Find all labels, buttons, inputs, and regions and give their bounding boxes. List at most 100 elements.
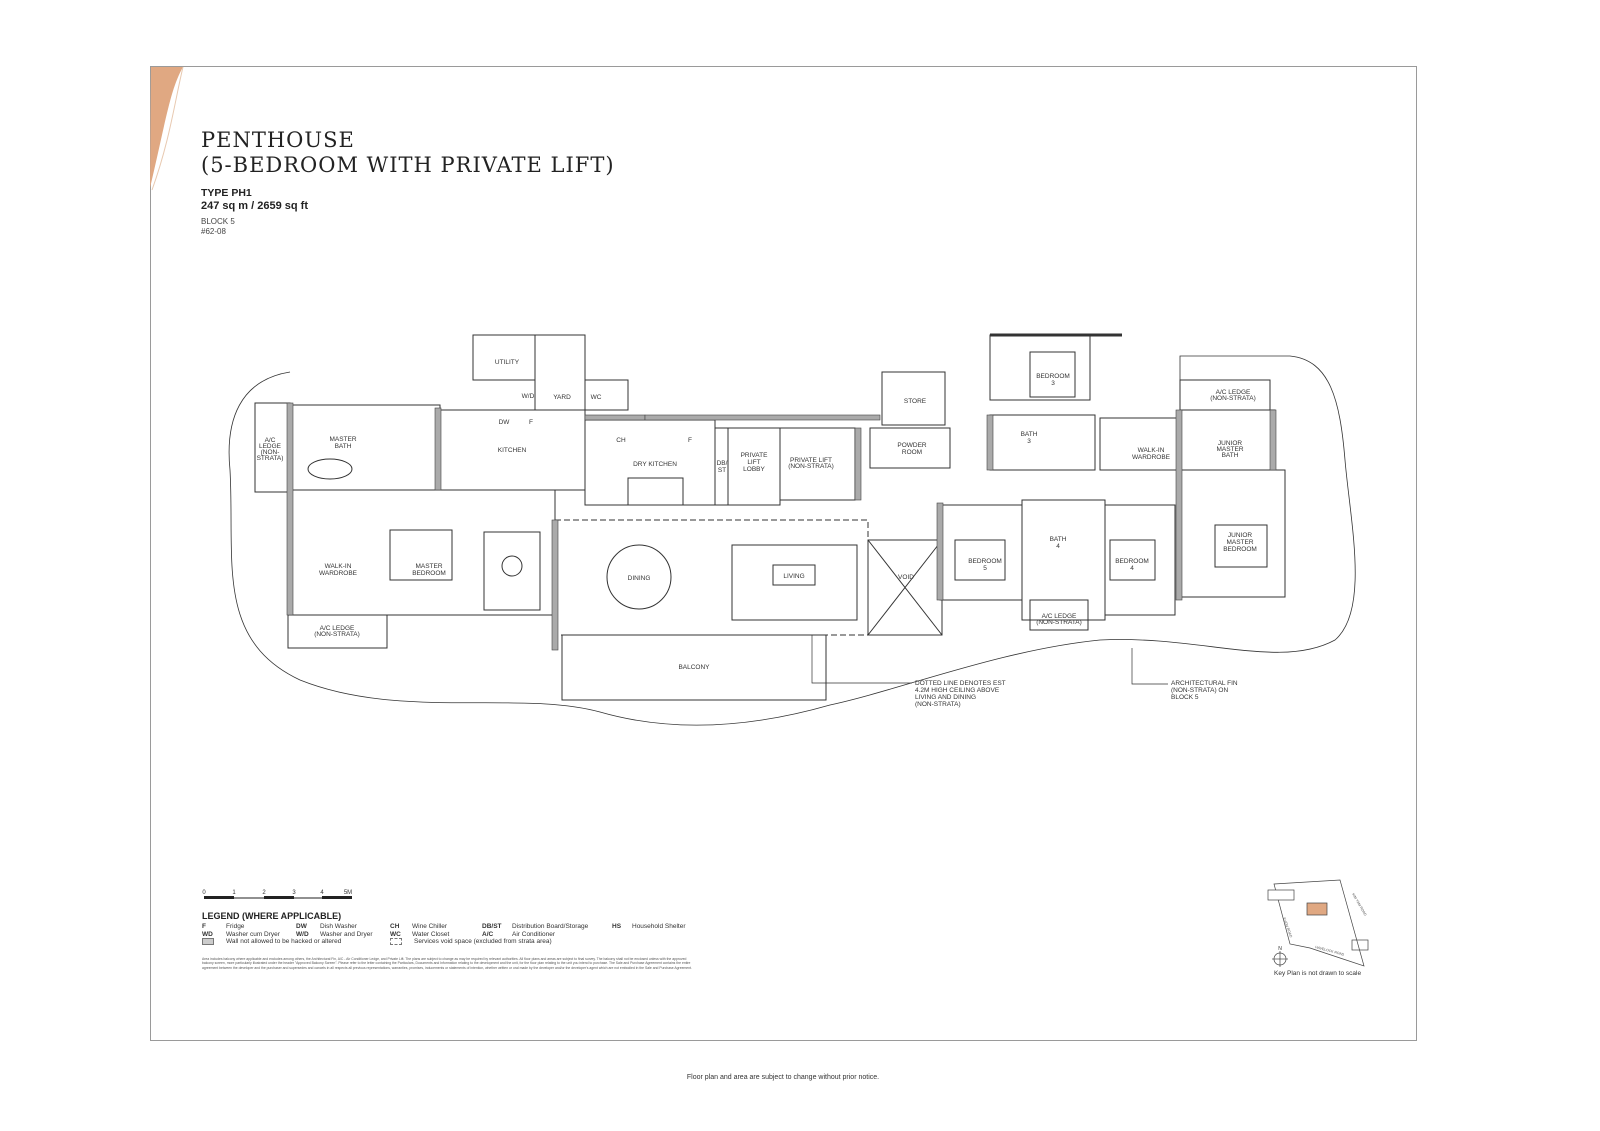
- room-label-bath-4: 4: [1056, 543, 1060, 550]
- title-line-2: (5-BEDROOM WITH PRIVATE LIFT): [201, 153, 615, 177]
- room-label-ac-ledge-top-right: A/C LEDGE: [1216, 389, 1251, 396]
- room-label-ac-ledge-bath4: A/C LEDGE: [1042, 613, 1077, 620]
- room-label-ac-ledge-left: LEDGE: [259, 443, 282, 450]
- legend: LEGEND (WHERE APPLICABLE) F Fridge DW Dish…: [202, 911, 712, 945]
- room-label-junior-master-bedroom: JUNIOR: [1228, 532, 1253, 539]
- room-label-f: F: [529, 419, 533, 426]
- room-label-bath-3: BATH: [1021, 431, 1038, 438]
- room-label-ch: CH: [616, 437, 626, 444]
- block-number: BLOCK 5: [201, 217, 235, 226]
- scale-tick: 5M: [344, 890, 352, 896]
- room-label-ac-ledge-left: (NON-: [261, 449, 280, 456]
- legend-code: DW: [296, 923, 307, 930]
- legend-label: Dish Washer: [320, 923, 357, 930]
- disclaimer: Area includes balcony where applicable a…: [202, 957, 692, 970]
- north-arrow-label: N: [1278, 946, 1282, 952]
- room-label-ac-ledge-left: A/C: [265, 437, 276, 444]
- scale-tick: 3: [292, 890, 296, 896]
- legend-code: WD: [202, 931, 213, 938]
- legend-code: DB/ST: [482, 923, 502, 930]
- room-label-utility: UTILITY: [495, 359, 520, 366]
- room-label-balcony: BALCONY: [678, 664, 710, 671]
- legend-code: W/D: [296, 931, 309, 938]
- key-plan: N EVON ROAD KIM YAM ROAD HAVELOCK ROAD: [1267, 879, 1369, 967]
- legend-code: F: [202, 923, 206, 930]
- road-label: HAVELOCK ROAD: [1315, 945, 1345, 957]
- room-label-dining: DINING: [628, 575, 651, 582]
- legend-label: Wine Chiller: [412, 923, 448, 930]
- unit-area: 247 sq m / 2659 sq ft: [201, 200, 308, 212]
- room-label-junior-master-bedroom: BEDROOM: [1223, 546, 1257, 553]
- room-label-dry-kitchen: DRY KITCHEN: [633, 461, 677, 468]
- room-label-ac-ledge-bath4: (NON-STRATA): [1036, 619, 1082, 626]
- room-label-master-bath-2: BATH: [335, 443, 352, 450]
- room-label-living: LIVING: [783, 573, 804, 580]
- room-label-lift-lobby: LOBBY: [743, 466, 765, 473]
- room-label-master-bath-1: MASTER: [329, 436, 356, 443]
- scale-bar: 0 1 2 3 4 5M: [202, 890, 352, 899]
- legend-code: WC: [390, 931, 401, 938]
- room-label-bedroom-5: 5: [983, 565, 987, 572]
- ceiling-callout-line: [811, 635, 912, 684]
- room-label-void: VOID: [898, 574, 914, 581]
- room-label-private-lift: (NON-STRATA): [788, 463, 834, 470]
- footer-note: Floor plan and area are subject to chang…: [686, 1074, 880, 1081]
- callout-line: ARCHITECTURAL FIN: [1171, 680, 1238, 687]
- room-label-walk-in-wardrobe: WALK-IN: [325, 563, 352, 570]
- room-label-walk-in-wardrobe-2: WALK-IN: [1138, 447, 1165, 454]
- scale-tick: 4: [320, 890, 324, 896]
- legend-label: Water Closet: [412, 931, 450, 938]
- room-label-powder-room: POWDER: [897, 442, 927, 449]
- unit-number: #62-08: [201, 227, 226, 236]
- room-label-private-lift: PRIVATE LIFT: [790, 457, 832, 464]
- room-label-dw: DW: [499, 419, 511, 426]
- room-label-ac-ledge-bottom: A/C LEDGE: [320, 625, 355, 632]
- legend-label: Air Conditioner: [512, 931, 555, 938]
- legend-label: Washer cum Dryer: [226, 931, 280, 938]
- ceiling-callout: DOTTED LINE DENOTES EST 4.2M HIGH CEILIN…: [915, 680, 1006, 708]
- room-label-dbst: ST: [718, 467, 726, 474]
- room-label-bedroom-3: 3: [1051, 380, 1055, 387]
- scale-tick: 1: [232, 890, 236, 896]
- room-label-bath-4: BATH: [1050, 536, 1067, 543]
- room-label-f2: F: [688, 437, 692, 444]
- road-label: KIM YAM ROAD: [1351, 893, 1367, 918]
- callout-line: (NON-STRATA) ON: [1171, 687, 1229, 694]
- legend-label: Fridge: [226, 923, 245, 930]
- room-label-ac-ledge-top-right: (NON-STRATA): [1210, 395, 1256, 402]
- room-label-kitchen: KITCHEN: [498, 447, 527, 454]
- room-label-junior-master-bath: MASTER: [1216, 446, 1243, 453]
- room-label-ac-ledge-left: STRATA): [257, 455, 284, 462]
- scale-tick: 0: [202, 890, 206, 896]
- road-label: EVON ROAD: [1282, 917, 1293, 939]
- architectural-fin-outline: [228, 355, 1356, 726]
- room-label-walk-in-wardrobe-2: WARDROBE: [1132, 454, 1171, 461]
- callout-line: BLOCK 5: [1171, 694, 1199, 701]
- room-label-bedroom-4: BEDROOM: [1115, 558, 1149, 565]
- room-label-junior-master-bedroom: MASTER: [1226, 539, 1253, 546]
- legend-label: Washer and Dryer: [320, 931, 373, 938]
- callout-line: (NON-STRATA): [915, 701, 961, 708]
- room-label-master-bedroom: BEDROOM: [412, 570, 446, 577]
- scale-tick: 2: [262, 890, 266, 896]
- fin-callout: ARCHITECTURAL FIN (NON-STRATA) ON BLOCK …: [1171, 680, 1238, 701]
- legend-code: CH: [390, 923, 400, 930]
- room-label-store: STORE: [904, 398, 927, 405]
- key-plan-note: Key Plan is not drawn to scale: [1274, 970, 1362, 977]
- room-label-bedroom-4: 4: [1130, 565, 1134, 572]
- room-label-walk-in-wardrobe: WARDROBE: [319, 570, 358, 577]
- room-label-wc: WC: [591, 394, 602, 401]
- legend-label: Wall not allowed to be hacked or altered: [226, 938, 342, 945]
- legend-label: Household Shelter: [632, 923, 686, 930]
- wall-swatch-icon: [202, 938, 214, 945]
- legend-label: Distribution Board/Storage: [512, 923, 589, 930]
- room-label-powder-room: ROOM: [902, 449, 922, 456]
- brand-swoosh: [150, 67, 183, 188]
- void-swatch-icon: [390, 938, 402, 945]
- room-label-bedroom-3: BEDROOM: [1036, 373, 1070, 380]
- legend-title: LEGEND (WHERE APPLICABLE): [202, 911, 342, 921]
- room-label-ac-ledge-bottom: (NON-STRATA): [314, 631, 360, 638]
- room-label-junior-master-bath: BATH: [1222, 452, 1239, 459]
- fin-callout-line: [1131, 648, 1168, 685]
